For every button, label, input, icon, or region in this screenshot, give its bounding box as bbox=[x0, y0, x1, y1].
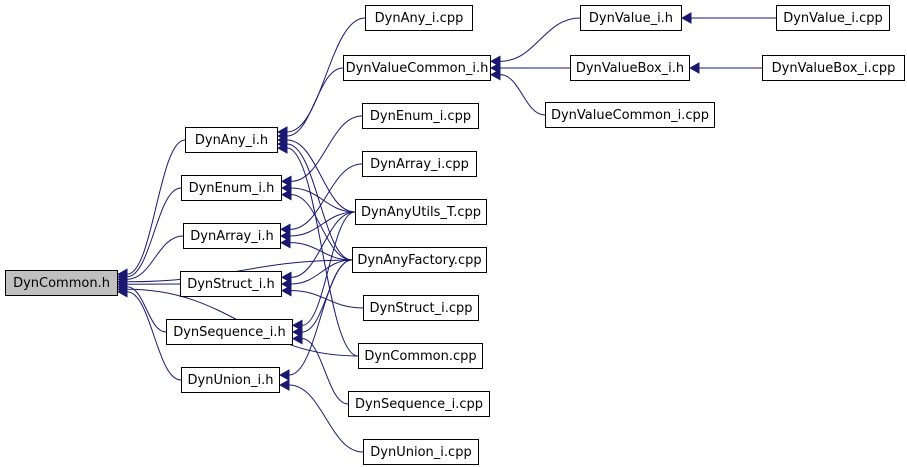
graph-node-label: DynSequence_i.h bbox=[173, 324, 286, 340]
graph-node-label: DynValueBox_i.h bbox=[575, 60, 685, 76]
edge-line bbox=[290, 211, 356, 278]
graph-node-dynanyfactory_cpp[interactable]: DynAnyFactory.cpp bbox=[352, 247, 487, 273]
graph-node-label: DynAnyUtils_T.cpp bbox=[360, 204, 482, 220]
edge-arrowhead bbox=[278, 369, 290, 381]
graph-node-label: DynAny_i.h bbox=[194, 132, 269, 148]
edge-arrowhead bbox=[280, 284, 292, 297]
graph-node-dynvaluecommon_ih[interactable]: DynValueCommon_i.h bbox=[343, 55, 491, 81]
edge-arrowhead bbox=[680, 12, 692, 24]
graph-node-dynenum_icpp[interactable]: DynEnum_i.cpp bbox=[362, 103, 479, 129]
graph-node-dynsequence_icpp[interactable]: DynSequence_i.cpp bbox=[348, 391, 490, 417]
graph-node-dynunion_icpp[interactable]: DynUnion_i.cpp bbox=[363, 439, 479, 465]
graph-node-dynvalue_ih[interactable]: DynValue_i.h bbox=[580, 5, 682, 31]
edge-arrowhead bbox=[280, 188, 292, 201]
edge-line bbox=[286, 17, 366, 133]
graph-node-label: DynStruct_i.h bbox=[187, 276, 275, 292]
graph-node-label: DynCommon.h bbox=[13, 275, 110, 291]
edge-line bbox=[126, 291, 182, 381]
edge-line bbox=[286, 67, 344, 137]
graph-node-label: DynUnion_i.cpp bbox=[370, 444, 472, 460]
edge-arrowhead bbox=[276, 142, 288, 154]
graph-node-label: DynAnyFactory.cpp bbox=[357, 252, 482, 268]
edge-line bbox=[126, 139, 186, 275]
graph-node-dynvaluebox_icpp[interactable]: DynValueBox_i.cpp bbox=[762, 55, 905, 81]
edge-line bbox=[126, 286, 167, 333]
graph-node-dynvaluebox_ih[interactable]: DynValueBox_i.h bbox=[570, 55, 690, 81]
graph-node-dynvaluecommon_icpp[interactable]: DynValueCommon_i.cpp bbox=[545, 102, 715, 128]
graph-node-dynenum_ih[interactable]: DynEnum_i.h bbox=[181, 175, 282, 201]
edge-arrowhead bbox=[489, 68, 501, 81]
edge-line bbox=[290, 187, 356, 213]
graph-node-label: DynStruct_i.cpp bbox=[369, 300, 473, 316]
edge-line bbox=[289, 211, 356, 237]
edge-line bbox=[290, 290, 364, 309]
edge-line bbox=[290, 115, 363, 182]
edge-line bbox=[286, 143, 353, 261]
graph-node-label: DynSequence_i.cpp bbox=[355, 396, 483, 412]
edge-arrowhead bbox=[688, 62, 700, 74]
edge-line bbox=[301, 211, 356, 326]
edge-line bbox=[499, 74, 546, 116]
graph-node-label: DynCommon.cpp bbox=[364, 348, 477, 364]
edge-arrowhead bbox=[278, 379, 290, 391]
graph-node-dynstruct_icpp[interactable]: DynStruct_i.cpp bbox=[363, 295, 479, 321]
graph-node-dynanyutils_tcpp[interactable]: DynAnyUtils_T.cpp bbox=[355, 199, 487, 225]
edge-line bbox=[286, 139, 356, 213]
edge-line bbox=[301, 338, 349, 405]
edge-line bbox=[290, 194, 353, 261]
edge-arrowhead bbox=[116, 285, 128, 298]
graph-node-label: DynValue_i.cpp bbox=[783, 10, 883, 26]
graph-node-dynarray_icpp[interactable]: DynArray_i.cpp bbox=[362, 151, 477, 177]
edge-line bbox=[288, 259, 353, 376]
graph-node-label: DynAny_i.cpp bbox=[374, 10, 464, 26]
edge-arrowhead bbox=[279, 236, 291, 249]
edge-line bbox=[289, 163, 363, 230]
graph-node-dynvalue_icpp[interactable]: DynValue_i.cpp bbox=[776, 5, 890, 31]
edge-line bbox=[126, 187, 182, 278]
edge-line bbox=[289, 242, 353, 261]
edge-line bbox=[290, 259, 353, 285]
graph-node-dynany_ih[interactable]: DynAny_i.h bbox=[185, 127, 278, 153]
graph-node-label: DynEnum_i.h bbox=[188, 180, 275, 196]
graph-node-label: DynValueBox_i.cpp bbox=[771, 60, 896, 76]
edge-line bbox=[126, 235, 184, 280]
graph-node-dynarray_ih[interactable]: DynArray_i.h bbox=[183, 223, 281, 249]
graph-node-label: DynValue_i.h bbox=[588, 10, 674, 26]
edge-arrowhead bbox=[291, 332, 303, 345]
edge-line bbox=[499, 17, 581, 62]
graph-node-label: DynUnion_i.h bbox=[187, 372, 274, 388]
graph-node-label: DynEnum_i.cpp bbox=[369, 108, 472, 124]
edge-line bbox=[288, 384, 364, 453]
graph-node-dynunion_ih[interactable]: DynUnion_i.h bbox=[181, 367, 280, 393]
edge-line bbox=[126, 259, 353, 283]
graph-node-label: DynValueCommon_i.cpp bbox=[550, 107, 710, 123]
graph-node-label: DynArray_i.h bbox=[190, 228, 274, 244]
graph-node-label: DynArray_i.cpp bbox=[370, 156, 469, 172]
graph-node-label: DynValueCommon_i.h bbox=[345, 60, 489, 76]
graph-node-dynany_icpp[interactable]: DynAny_i.cpp bbox=[365, 5, 473, 31]
graph-node-dynsequence_ih[interactable]: DynSequence_i.h bbox=[166, 319, 293, 345]
graph-node-dynstruct_ih[interactable]: DynStruct_i.h bbox=[180, 271, 282, 297]
graph-node-dyncommon_h[interactable]: DynCommon.h bbox=[5, 270, 118, 296]
graph-node-dyncommon_cpp[interactable]: DynCommon.cpp bbox=[358, 343, 483, 369]
